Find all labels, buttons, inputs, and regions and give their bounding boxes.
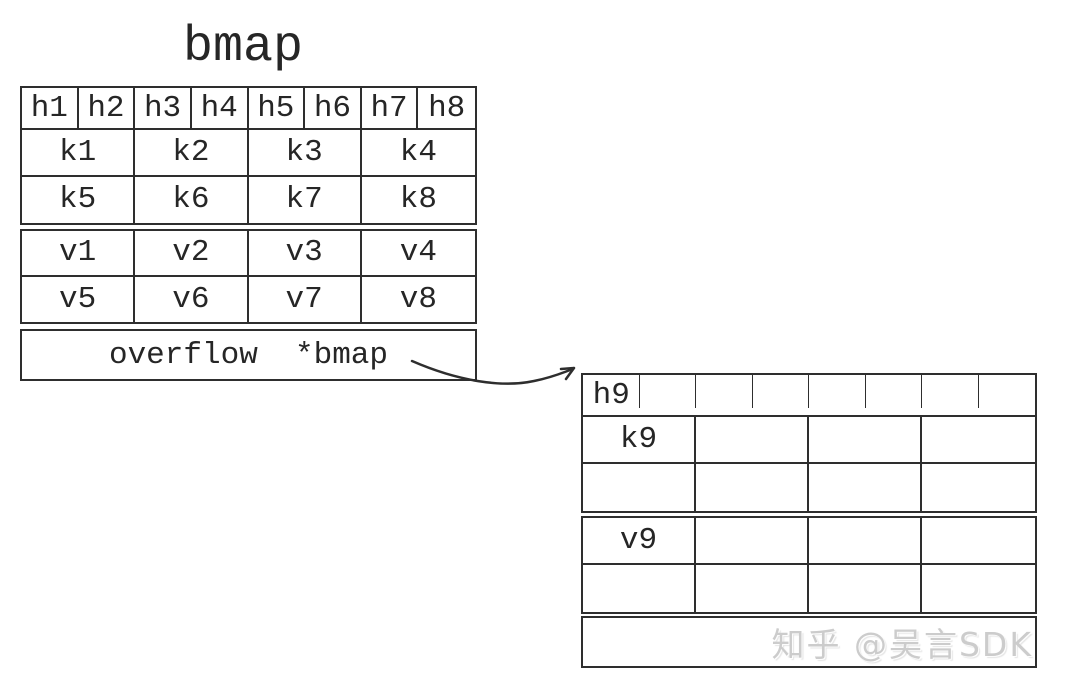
- hash-cell: h3: [135, 88, 192, 128]
- hash-cell: h8: [428, 90, 466, 126]
- value-cell: [809, 565, 922, 612]
- value-cell: v2: [135, 231, 249, 277]
- overflow-hash-row: h9: [581, 373, 1037, 417]
- hash-cell: h7: [362, 88, 419, 128]
- value-cell: v4: [361, 231, 475, 277]
- hash-cell: h4: [192, 88, 249, 128]
- value-cell: v1: [22, 231, 136, 277]
- value-cell: v9: [583, 518, 696, 565]
- hash-cell: h6: [305, 88, 362, 128]
- hash-cell: h5: [249, 88, 306, 128]
- hash-cell: h9: [583, 375, 640, 415]
- zhihu-watermark: 知乎 @吴言SDK: [771, 625, 1033, 664]
- main-overflow-row: overflow *bmap: [20, 329, 477, 381]
- value-cell: v7: [249, 276, 362, 322]
- key-cell: [696, 464, 809, 511]
- diagram-title: bmap: [183, 19, 304, 76]
- hash-cell: h1: [22, 88, 79, 128]
- key-cell: k1: [22, 130, 136, 177]
- value-cell: [922, 518, 1035, 565]
- hash-cell: [640, 375, 696, 415]
- overflow-values-block: v9: [581, 516, 1037, 614]
- hash-cell: [866, 375, 922, 415]
- key-cell: k6: [135, 176, 249, 223]
- key-cell: k9: [583, 417, 696, 464]
- value-cell: v8: [399, 281, 437, 317]
- key-cell: [583, 464, 696, 511]
- value-cell: [696, 518, 809, 565]
- main-values-block: v1 v2 v3 v4 v5 v6 v7 v8: [20, 229, 477, 324]
- value-cell: v3: [248, 231, 362, 277]
- key-cell: k4: [361, 130, 475, 177]
- key-cell: [809, 464, 922, 511]
- hash-cell: h2: [79, 88, 136, 128]
- key-cell: k8: [399, 182, 437, 218]
- hash-cell: [979, 375, 1036, 415]
- key-cell: [809, 417, 922, 464]
- key-cell: k2: [135, 130, 249, 177]
- hash-cell: [809, 375, 866, 415]
- key-cell: k3: [248, 130, 362, 177]
- value-cell: v6: [135, 276, 249, 322]
- value-cell: [696, 565, 809, 612]
- value-cell: [809, 518, 922, 565]
- hash-cell: [922, 375, 979, 415]
- main-keys-block: k1 k2 k3 k4 k5 k6 k7 k8: [20, 128, 477, 225]
- key-cell: [922, 464, 1035, 511]
- value-cell: v5: [22, 276, 136, 322]
- value-cell: [922, 565, 1035, 612]
- key-cell: [696, 417, 809, 464]
- overflow-pointer-label: overflow *bmap: [108, 337, 389, 373]
- key-cell: k7: [249, 176, 362, 223]
- hash-cell: [753, 375, 809, 415]
- key-cell: k5: [22, 176, 136, 223]
- key-cell: [922, 417, 1035, 464]
- value-cell: [583, 565, 696, 612]
- overflow-bucket-overflow-row: 知乎 @吴言SDK: [581, 616, 1037, 668]
- hash-cell: [696, 375, 753, 415]
- overflow-keys-block: k9: [581, 415, 1037, 513]
- overflow-bucket-table: h9 k9 v9: [581, 373, 1037, 668]
- main-hash-row: h1 h2 h3 h4 h5 h6 h7 h8: [20, 86, 477, 130]
- main-bucket-table: h1 h2 h3 h4 h5 h6 h7 h8 k1 k2 k3 k4 k5 k…: [20, 86, 477, 381]
